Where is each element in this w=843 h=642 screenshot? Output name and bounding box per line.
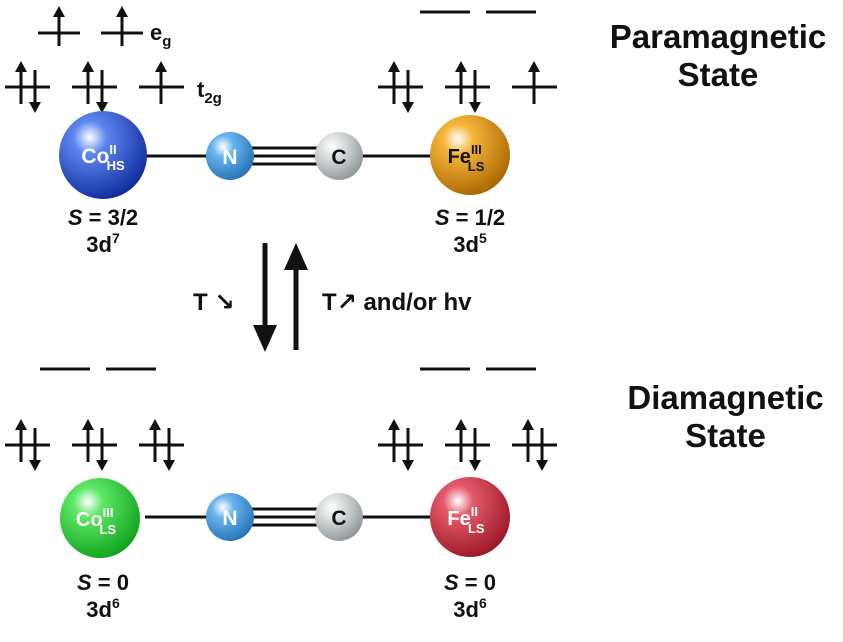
up-arrow-head — [284, 243, 308, 270]
dia-c-label: C — [331, 507, 346, 530]
para-fe-t2g-orbitals — [378, 61, 557, 113]
para-c-atom — [315, 132, 363, 180]
para-n-atom — [206, 132, 254, 180]
para-c-label: C — [331, 146, 346, 169]
para-co-eg-orbitals — [38, 6, 143, 46]
para-fe-atom — [430, 115, 510, 195]
para-co-spin: S = 3/2 — [68, 205, 138, 230]
dia-n-atom — [206, 493, 254, 541]
down-arrow-head — [253, 325, 277, 352]
dia-fe-atom — [430, 477, 510, 557]
para-fe-spin: S = 1/2 — [435, 205, 505, 230]
dia-n-label: N — [222, 507, 237, 530]
paramagnetic-state-title: Paramagnetic State — [598, 18, 838, 94]
equilibrium-arrows — [253, 243, 308, 352]
dia-co-spin: S = 0 — [77, 570, 129, 595]
dia-fe-t2g-orbitals — [378, 419, 557, 471]
dia-co-config: 3d6 — [86, 595, 120, 622]
paramagnetic-title-line2: State — [677, 56, 759, 93]
heating-light-label: T↗ and/or hv — [322, 289, 472, 316]
cooling-label: T ↘ — [193, 289, 234, 316]
dia-co-t2g-orbitals — [5, 419, 184, 471]
dia-c-atom — [315, 493, 363, 541]
diamagnetic-title-line1: Diamagnetic — [627, 379, 824, 416]
dia-co-atom — [60, 478, 140, 558]
dia-fe-config: 3d6 — [453, 595, 487, 622]
para-co-config: 3d7 — [86, 230, 120, 257]
t2g-label: t2g — [197, 77, 222, 107]
para-co-atom — [59, 111, 147, 199]
paramagnetic-title-line1: Paramagnetic — [609, 18, 827, 55]
para-co-t2g-orbitals — [5, 61, 184, 113]
para-fe-config: 3d5 — [453, 230, 487, 257]
para-n-label: N — [222, 146, 237, 169]
diamagnetic-title-line2: State — [685, 417, 766, 454]
dia-fe-spin: S = 0 — [444, 570, 496, 595]
eg-label: eg — [150, 20, 171, 50]
diamagnetic-state-title: Diamagnetic State — [608, 379, 843, 455]
